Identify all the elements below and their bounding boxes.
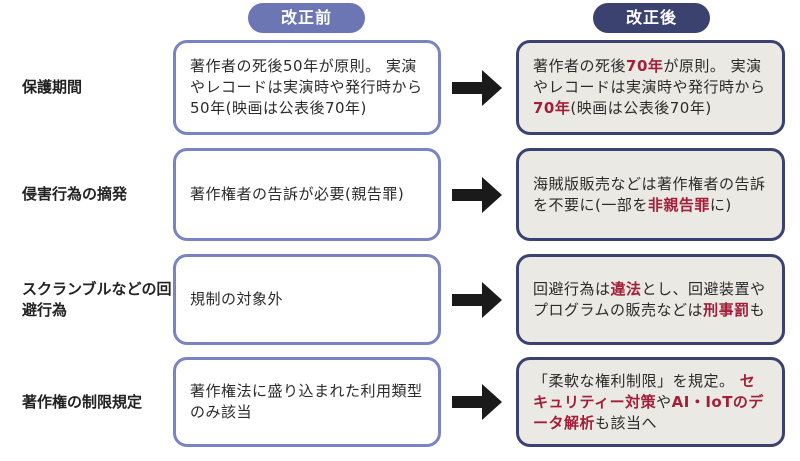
text-segment: や [656, 392, 672, 411]
text-segment: 著作者の死後 [533, 57, 627, 75]
highlighted-text: AI・IoTのデータ解析 [533, 392, 764, 432]
arrow-right-icon [452, 69, 502, 106]
after-box: 海賊版販売などは著作権者の告訴を不要に(一部を非親告罪に) [516, 148, 785, 241]
before-box: 著作者の死後50年が原則。 実演やレコードは実演時や発行時から50年(映画は公表… [173, 40, 441, 135]
before-text: 著作権法に盛り込まれた利用類型のみ該当 [190, 382, 423, 421]
after-box: 回避行為は違法とし、回避装置やプログラムの販売などは刑事罰も [516, 254, 785, 345]
header-before-badge: 改正前 [248, 3, 365, 33]
row-label: スクランブルなどの回避行為 [22, 279, 172, 319]
after-text: 回避行為は違法とし、回避装置やプログラムの販売などは刑事罰も [533, 279, 770, 321]
after-box: 著作者の死後70年が原則。 実演やレコードは実演時や発行時から70年(映画は公表… [516, 40, 785, 135]
after-text: 「柔軟な権利制限」を規定。 セキュリティー対策やAI・IoTのデータ解析も該当へ [533, 371, 770, 434]
text-segment: も [749, 300, 766, 319]
highlighted-text: セキュリティー対策 [533, 371, 756, 411]
before-text: 著作権者の告訴が必要(親告罪) [190, 185, 405, 203]
header-after-badge: 改正後 [593, 3, 710, 33]
comparison-row-circumvention: スクランブルなどの回避行為 規制の対象外 回避行為は違法とし、回避装置やプログラ… [0, 254, 800, 345]
comparison-row-limitations: 著作権の制限規定 著作権法に盛り込まれた利用類型のみ該当 「柔軟な権利制限」を規… [0, 357, 800, 447]
highlighted-text: 違法 [610, 279, 642, 298]
row-label: 侵害行為の摘発 [22, 185, 128, 203]
before-box: 著作権法に盛り込まれた利用類型のみ該当 [173, 357, 441, 447]
comparison-row-infringement: 侵害行為の摘発 著作権者の告訴が必要(親告罪) 海賊版販売などは著作権者の告訴を… [0, 148, 800, 241]
before-box: 規制の対象外 [173, 254, 441, 345]
arrow-right-icon [452, 281, 502, 318]
text-segment: 「柔軟な権利制限」を規定。 [533, 371, 740, 390]
highlighted-text: 刑事罰 [703, 300, 750, 319]
after-box: 「柔軟な権利制限」を規定。 セキュリティー対策やAI・IoTのデータ解析も該当へ [516, 357, 785, 447]
row-label: 著作権の制限規定 [22, 392, 143, 411]
highlighted-text: 70年 [533, 99, 571, 117]
text-segment: も該当へ [595, 413, 658, 432]
text-segment: に) [709, 195, 732, 214]
after-text: 著作者の死後70年が原則。 実演やレコードは実演時や発行時から70年(映画は公表… [533, 56, 770, 119]
text-segment: 海賊版販売などは著作権者の告訴を不要に(一部を [533, 174, 766, 214]
before-text: 規制の対象外 [190, 290, 284, 308]
comparison-row-protection-period: 保護期間 著作者の死後50年が原則。 実演やレコードは実演時や発行時から50年(… [0, 40, 800, 135]
arrow-right-icon [452, 384, 502, 420]
text-segment: 回避行為は [533, 279, 611, 298]
text-segment: (映画は公表後70年) [570, 99, 712, 117]
before-box: 著作権者の告訴が必要(親告罪) [173, 148, 441, 241]
arrow-right-icon [452, 176, 502, 213]
after-text: 海賊版販売などは著作権者の告訴を不要に(一部を非親告罪に) [533, 174, 770, 216]
text-segment: が原則。 実演やレコードは実演時や発行時から [533, 57, 766, 96]
before-text: 著作者の死後50年が原則。 実演やレコードは実演時や発行時から50年(映画は公表… [190, 57, 423, 117]
text-segment: とし、回避装置やプログラムの販売などは [533, 279, 766, 319]
row-label: 保護期間 [22, 78, 83, 96]
highlighted-text: 70年 [626, 57, 664, 75]
highlighted-text: 非親告罪 [647, 195, 710, 214]
